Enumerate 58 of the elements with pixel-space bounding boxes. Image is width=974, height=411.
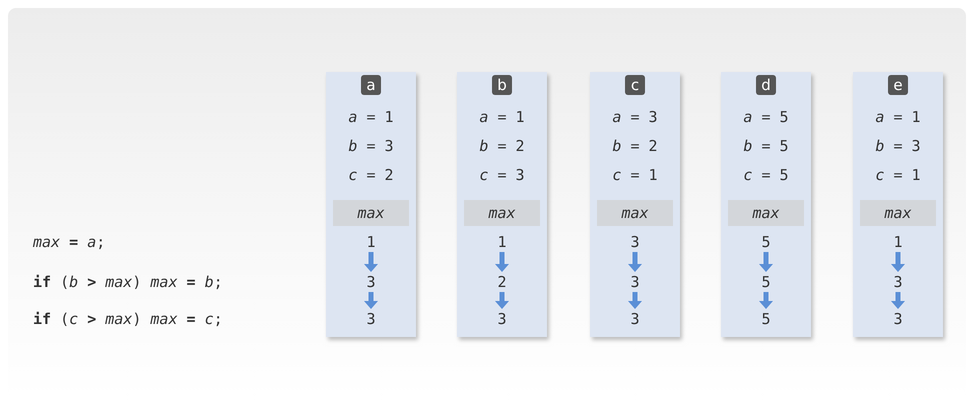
assignment-text: a = 5 <box>742 107 790 127</box>
max-value: 5 <box>756 273 776 291</box>
assignment-text: a = 1 <box>478 107 526 127</box>
assignment-text: c = 2 <box>347 165 395 185</box>
max-value: 3 <box>888 310 908 328</box>
max-value: 3 <box>361 310 381 328</box>
assignment-text: a = 1 <box>347 107 395 127</box>
assignment-text: c = 1 <box>611 165 659 185</box>
assignment-text: b = 3 <box>347 136 395 156</box>
column-header: max <box>728 200 804 226</box>
code-line: if (c > max) max = c; <box>33 309 223 329</box>
max-value: 3 <box>625 310 645 328</box>
column-header: max <box>860 200 936 226</box>
assignment-text: c = 3 <box>478 165 526 185</box>
down-arrow <box>759 292 773 309</box>
assignment-text: b = 3 <box>874 136 922 156</box>
panel-tag: d <box>756 75 776 95</box>
assignment-text: a = 3 <box>611 107 659 127</box>
assignment-text: b = 5 <box>742 136 790 156</box>
max-value: 3 <box>361 273 381 291</box>
trace-panel <box>457 72 547 337</box>
panel-tag: c <box>625 75 645 95</box>
code-line: if (b > max) max = b; <box>33 272 223 292</box>
max-value: 1 <box>361 233 381 251</box>
panel-tag: e <box>888 75 908 95</box>
max-value: 3 <box>888 273 908 291</box>
max-value: 3 <box>625 233 645 251</box>
max-value: 3 <box>625 273 645 291</box>
panel-tag: b <box>492 75 512 95</box>
down-arrow <box>495 252 509 272</box>
down-arrow <box>891 292 905 309</box>
assignment-text: b = 2 <box>478 136 526 156</box>
trace-panel <box>326 72 416 337</box>
down-arrow <box>495 292 509 309</box>
max-value: 3 <box>492 310 512 328</box>
assignment-text: b = 2 <box>611 136 659 156</box>
assignment-text: a = 1 <box>874 107 922 127</box>
down-arrow <box>891 252 905 272</box>
down-arrow <box>628 252 642 272</box>
max-value: 2 <box>492 273 512 291</box>
column-header: max <box>464 200 540 226</box>
trace-panel <box>853 72 943 337</box>
panel-tag: a <box>361 75 381 95</box>
max-value: 1 <box>492 233 512 251</box>
column-header: max <box>597 200 673 226</box>
assignment-text: c = 5 <box>742 165 790 185</box>
trace-panel <box>721 72 811 337</box>
assignment-text: c = 1 <box>874 165 922 185</box>
column-header: max <box>333 200 409 226</box>
trace-panel <box>590 72 680 337</box>
max-value: 5 <box>756 310 776 328</box>
max-value: 5 <box>756 233 776 251</box>
down-arrow <box>759 252 773 272</box>
down-arrow <box>364 252 378 272</box>
down-arrow <box>364 292 378 309</box>
down-arrow <box>628 292 642 309</box>
max-value: 1 <box>888 233 908 251</box>
code-line: max = a; <box>33 232 106 252</box>
